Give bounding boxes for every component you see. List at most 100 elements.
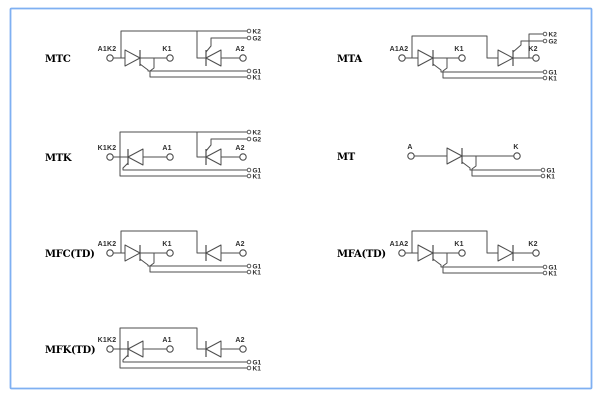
wire (411, 35, 533, 59)
terminal-circle (166, 153, 174, 161)
pin-label: G1 (549, 265, 558, 272)
pin-circle (246, 74, 252, 80)
circuit-name-label: MFK(TD) (45, 345, 95, 356)
thyristor-symbol (127, 340, 144, 358)
pin-circle (542, 31, 548, 37)
terminal-circle (532, 54, 540, 62)
wire (528, 33, 543, 58)
circuit-name-label: MTK (45, 153, 72, 164)
pin-label: K2 (253, 130, 262, 137)
wire (461, 161, 541, 171)
terminal-label: K1 (454, 241, 463, 248)
terminal-label: K1 (162, 46, 171, 53)
terminal-label: K (513, 144, 518, 151)
pin-circle (542, 75, 548, 81)
terminal-circle (407, 152, 415, 160)
terminal-label: A1A2 (390, 46, 409, 53)
pin-label: G2 (253, 36, 262, 43)
thyristor-symbol (417, 49, 434, 67)
pin-circle (246, 167, 252, 173)
terminal-label: A2 (235, 145, 244, 152)
terminal-label: A2 (235, 241, 244, 248)
terminal-label: K1 (454, 46, 463, 53)
terminal-circle (398, 54, 406, 62)
terminal-label: A1K2 (98, 46, 117, 53)
pin-label: G1 (547, 168, 556, 175)
thyristor-symbol (205, 49, 222, 67)
pin-circle (246, 129, 252, 135)
thyristor-symbol (417, 244, 434, 262)
pin-circle (540, 173, 546, 179)
wire (120, 230, 240, 254)
terminal-circle (398, 249, 406, 257)
terminal-circle (106, 249, 114, 257)
terminal-circle (166, 345, 174, 353)
pin-circle (246, 136, 252, 142)
wire (196, 132, 240, 158)
pin-label: K1 (253, 75, 262, 82)
wire (139, 258, 247, 267)
terminal-label: A1 (162, 145, 171, 152)
pin-circle (246, 365, 252, 371)
circuit-name-label: MTA (337, 54, 362, 65)
pin-label: K1 (549, 271, 558, 278)
pin-circle (246, 173, 252, 179)
diode-symbol (205, 244, 222, 262)
terminal-label: K2 (528, 46, 537, 53)
thyristor-symbol (497, 49, 514, 67)
terminal-label: K1K2 (98, 145, 117, 152)
diode-symbol (497, 244, 514, 262)
terminal-circle (532, 249, 540, 257)
pin-label: G1 (253, 264, 262, 271)
wire (432, 63, 543, 73)
wire (512, 40, 543, 53)
wire (139, 63, 247, 72)
wire (442, 58, 543, 79)
wire (122, 162, 247, 171)
circuit-name-label: MT (337, 152, 356, 163)
terminal-label: A (407, 144, 412, 151)
pin-label: K2 (549, 32, 558, 39)
terminal-circle (513, 152, 521, 160)
pin-label: K1 (253, 174, 262, 181)
terminal-circle (239, 345, 247, 353)
pin-circle (246, 35, 252, 41)
terminal-label: A1A2 (390, 241, 409, 248)
circuit-name-label: MTC (45, 54, 71, 65)
pin-circle (246, 263, 252, 269)
terminal-circle (458, 249, 466, 257)
pin-circle (246, 359, 252, 365)
terminal-circle (239, 54, 247, 62)
terminal-label: A1 (162, 337, 171, 344)
pin-label: K2 (253, 29, 262, 36)
terminal-label: A2 (235, 46, 244, 53)
thyristor-symbol (205, 148, 222, 166)
wire (149, 58, 247, 78)
pin-circle (540, 167, 546, 173)
terminal-circle (239, 249, 247, 257)
circuit-name-label: MFA(TD) (337, 249, 386, 260)
pin-circle (542, 270, 548, 276)
pin-circle (246, 68, 252, 74)
thyristor-symbol (124, 244, 141, 262)
wire (122, 354, 247, 363)
terminal-circle (106, 153, 114, 161)
thyristor-symbol (124, 49, 141, 67)
terminal-label: K1 (162, 241, 171, 248)
wire (411, 230, 533, 254)
wire (471, 156, 541, 177)
wire (205, 138, 247, 152)
pin-label: K1 (253, 270, 262, 277)
wire (149, 253, 247, 273)
wire (196, 31, 240, 59)
terminal-circle (166, 54, 174, 62)
terminal-circle (458, 54, 466, 62)
